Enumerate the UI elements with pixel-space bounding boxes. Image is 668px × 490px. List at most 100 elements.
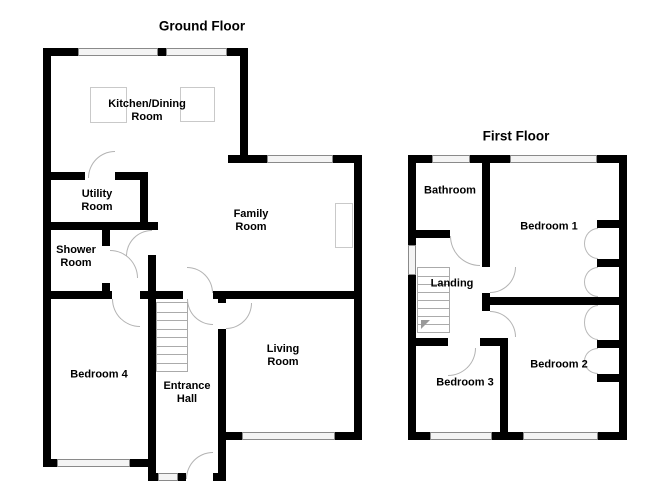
wall (43, 172, 85, 180)
room-label-family-room: Family Room (233, 207, 269, 233)
door-swing-arc (490, 311, 516, 337)
wall (102, 230, 110, 246)
room-label-bedroom-4: Bedroom 4 (70, 368, 128, 381)
wall (597, 155, 627, 163)
window (166, 48, 227, 56)
room-label-bedroom-2: Bedroom 2 (530, 358, 588, 371)
stair-tread (418, 308, 449, 309)
furniture-outline (90, 87, 127, 123)
wall (482, 163, 490, 267)
room-label-bedroom-3: Bedroom 3 (436, 376, 494, 389)
wall (597, 374, 619, 382)
wall (335, 432, 362, 440)
stair-tread (157, 354, 187, 355)
wall (408, 155, 432, 163)
wall (148, 255, 156, 481)
wall (408, 230, 450, 238)
window (523, 432, 598, 440)
wall (480, 338, 508, 346)
staircase (417, 267, 450, 333)
window (242, 432, 335, 440)
wall (597, 340, 619, 348)
wall (102, 283, 110, 291)
door-swing-arc (187, 267, 213, 293)
stair-tread (157, 363, 187, 364)
stair-tread (157, 337, 187, 338)
first-floor-title: First Floor (482, 128, 550, 144)
wall (140, 172, 148, 230)
wall (408, 432, 430, 440)
stair-tread (418, 324, 449, 325)
window (408, 245, 416, 275)
window (78, 48, 158, 56)
door-swing-arc (88, 151, 115, 178)
wall (178, 473, 186, 481)
stair-tread (418, 316, 449, 317)
wall (43, 222, 158, 230)
stair-direction-arrow-icon (421, 320, 430, 329)
wall (470, 155, 510, 163)
wall (227, 48, 247, 56)
window (432, 155, 470, 163)
door-swing-arc (187, 299, 213, 325)
room-label-kitchen-dining-room: Kitchen/Dining Room (108, 97, 186, 123)
stair-tread (418, 284, 449, 285)
door-swing-arc (112, 299, 140, 327)
stair-tread (157, 320, 187, 321)
wall (333, 155, 362, 163)
room-label-bathroom: Bathroom (424, 184, 476, 197)
wall (148, 473, 158, 481)
door-swing-arc (126, 230, 152, 256)
wall (213, 291, 362, 299)
room-label-utility-room: Utility Room (81, 187, 113, 213)
wall (408, 338, 448, 346)
wardrobe-door-arc (584, 228, 598, 259)
wall (218, 440, 226, 481)
door-swing-arc (448, 348, 476, 376)
window (510, 155, 597, 163)
wall (140, 291, 148, 299)
window (430, 432, 492, 440)
wall (408, 155, 416, 245)
stair-tread (157, 329, 187, 330)
stair-tread (157, 346, 187, 347)
door-swing-arc (186, 452, 213, 479)
room-label-landing: Landing (430, 277, 474, 290)
wall (43, 291, 112, 299)
furniture-outline (335, 203, 353, 248)
furniture-outline (180, 87, 215, 122)
wall (156, 291, 183, 299)
window (57, 459, 130, 467)
door-swing-arc (490, 267, 516, 293)
wall (115, 172, 148, 180)
door-swing-arc (450, 236, 480, 266)
window (158, 473, 178, 481)
wall (597, 259, 619, 267)
wall (240, 48, 248, 163)
room-label-shower-room: Shower Room (56, 243, 96, 269)
wall (218, 329, 226, 440)
wall (158, 48, 166, 56)
wall (482, 297, 627, 305)
wall (218, 432, 242, 440)
wardrobe-door-arc (584, 305, 598, 340)
stair-tread (418, 292, 449, 293)
wall (408, 275, 416, 440)
stair-tread (418, 300, 449, 301)
wall (43, 48, 51, 467)
door-swing-arc (226, 303, 252, 329)
stair-tread (418, 276, 449, 277)
ground-floor-title: Ground Floor (158, 18, 246, 34)
stair-tread (157, 312, 187, 313)
staircase (156, 302, 188, 372)
wall (228, 155, 267, 163)
window (267, 155, 333, 163)
wall (597, 220, 619, 228)
wall (218, 291, 226, 303)
wall (598, 432, 627, 440)
wardrobe-door-arc (584, 267, 598, 297)
wall (500, 338, 508, 440)
wall (43, 48, 78, 56)
room-label-bedroom-1: Bedroom 1 (520, 220, 578, 233)
